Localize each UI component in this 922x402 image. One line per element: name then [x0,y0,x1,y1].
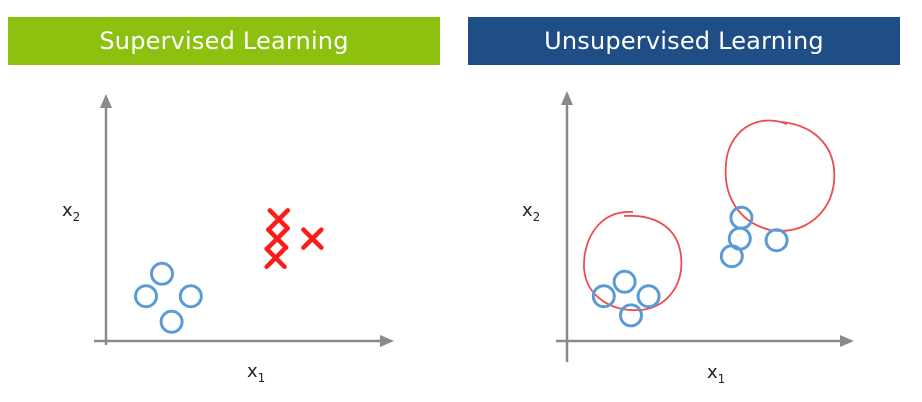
supervised-cross-point [265,227,289,250]
unsupervised-y-arrow [561,91,573,105]
cluster-b-point [764,228,789,253]
cluster-a-outline [583,211,683,311]
supervised-x-arrow [380,335,394,347]
unsupervised-axes [556,91,854,362]
supervised-learning-title: Supervised Learning [99,27,349,55]
supervised-cross-point [267,208,291,231]
supervised-cross-point [301,227,324,250]
supervised-cross-point-stroke [267,208,291,231]
supervised-circle-point [159,309,184,334]
cluster-b-point [727,226,752,251]
supervised-cross-point [264,246,287,270]
supervised-cross-point-stroke [265,227,289,250]
cluster-a-point [612,269,637,294]
cluster-a-point [619,303,643,328]
supervised-x-axis-label: x1 [247,361,265,385]
supervised-cross-point-stroke [264,246,287,270]
unsupervised-learning-header: Unsupervised Learning [468,17,900,65]
supervised-learning-header: Supervised Learning [8,17,440,65]
cluster-b-outline [724,119,836,232]
unsupervised-points [591,205,789,328]
supervised-y-arrow [100,94,112,108]
supervised-axes [94,94,394,347]
supervised-y-axis-label: x2 [62,200,80,224]
supervised-points [134,208,324,334]
supervised-circle-point [134,284,158,309]
supervised-cross-point-stroke [301,227,324,250]
cluster-a-point [591,284,616,309]
cluster-b-point [729,205,754,230]
supervised-circle-point [178,284,203,309]
unsupervised-x-axis-label: x1 [707,362,725,386]
supervised-circle-point [150,261,174,286]
unsupervised-learning-title: Unsupervised Learning [544,27,824,55]
unsupervised-x-arrow [840,335,854,347]
unsupervised-y-axis-label: x2 [522,200,540,224]
cluster-a-point [636,284,661,309]
